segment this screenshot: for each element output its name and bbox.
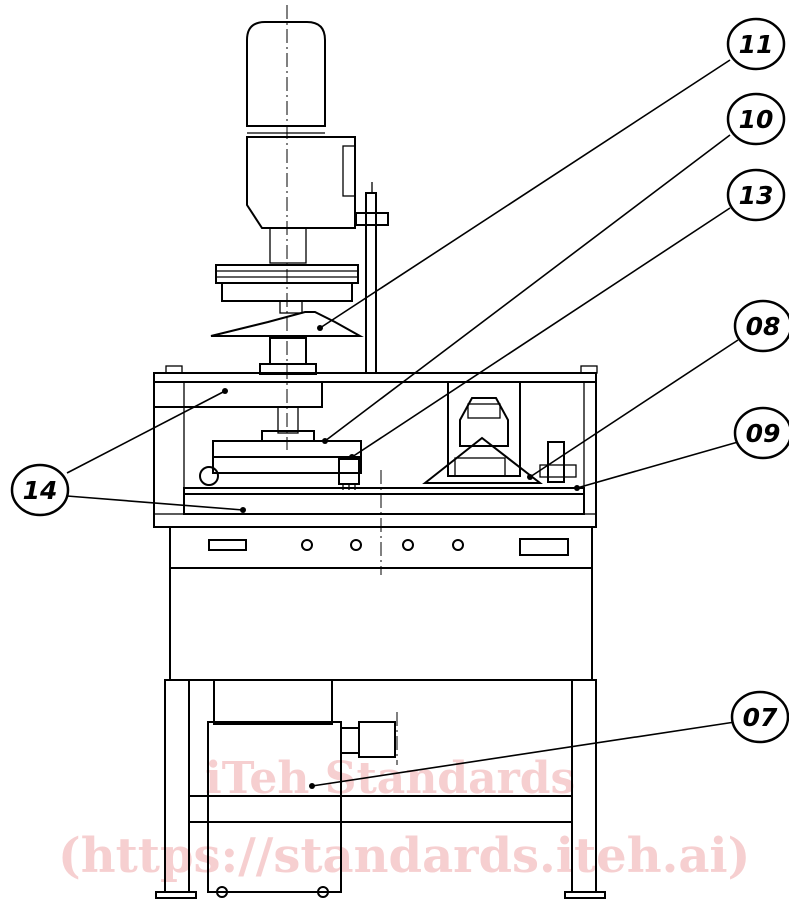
- callout-10: 10: [726, 92, 786, 146]
- callout-13-label: 13: [739, 181, 774, 210]
- callout-13: 13: [726, 168, 786, 222]
- callout-10-label: 10: [739, 105, 774, 134]
- callout-08-label: 08: [746, 312, 781, 341]
- legs-base: [155, 679, 606, 899]
- watermark-line2: (https://standards.iteh.ai): [58, 828, 750, 884]
- callout-07-label: 07: [743, 703, 778, 732]
- callout-14-label: 14: [23, 476, 58, 505]
- callout-09-label: 09: [746, 419, 781, 448]
- guide-rod: [355, 182, 389, 374]
- clamp-block: [422, 381, 577, 484]
- callout-07: 07: [730, 690, 789, 744]
- watermark: iTeh Standards (https://standards.iteh.a…: [58, 753, 750, 884]
- callout-14: 14: [10, 463, 70, 517]
- callout-11: 11: [726, 17, 786, 71]
- callout-11-label: 11: [739, 30, 774, 59]
- leader-lines: [66, 59, 739, 789]
- callout-08: 08: [733, 299, 789, 353]
- centre-lines: [286, 5, 398, 765]
- motor-assembly: [210, 21, 364, 375]
- callout-09: 09: [733, 406, 789, 460]
- press-head: [199, 406, 362, 490]
- machine-frame: [153, 365, 598, 681]
